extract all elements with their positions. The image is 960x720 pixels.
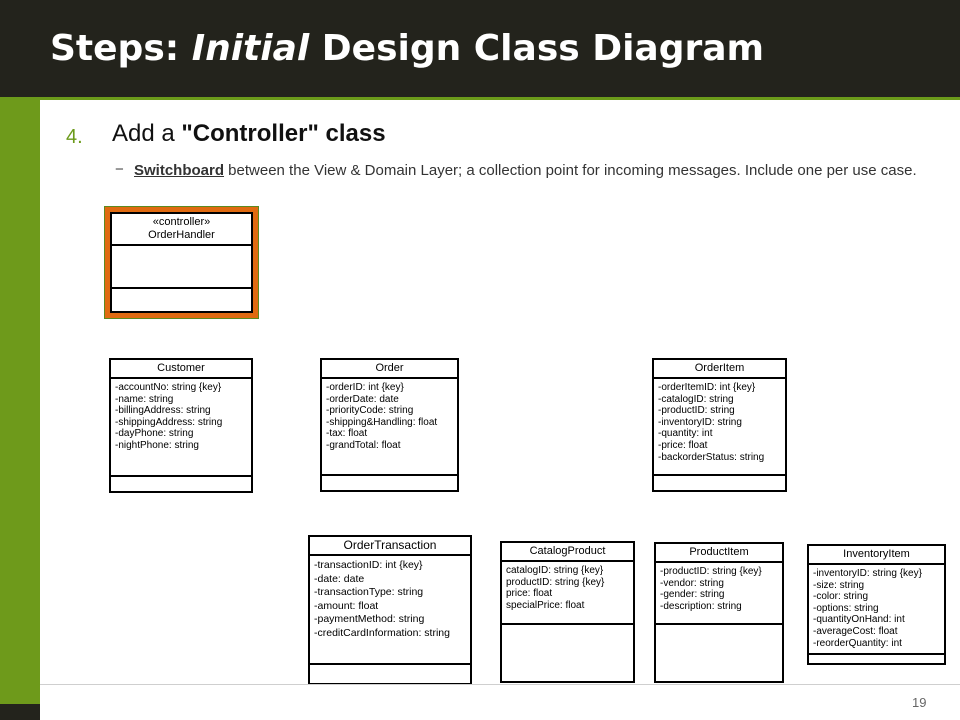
class-attribute: -date: date xyxy=(314,572,365,585)
class-operations xyxy=(502,625,633,681)
class-attributes: catalogID: string {key}productID: string… xyxy=(502,562,633,625)
class-operations xyxy=(111,477,251,491)
class-attribute: -gender: string xyxy=(660,589,725,601)
class-attribute: -size: string xyxy=(813,579,865,591)
class-operations xyxy=(112,289,251,311)
class-attribute: -vendor: string xyxy=(660,577,724,589)
class-attribute: -billingAddress: string xyxy=(115,405,211,417)
title-bar xyxy=(0,0,960,97)
class-attribute: -accountNo: string {key} xyxy=(115,382,222,393)
class-attribute: -inventoryID: string xyxy=(658,416,742,428)
class-attribute: -description: string xyxy=(660,600,742,612)
class-orderhandler[interactable]: «controller» OrderHandler xyxy=(110,212,253,313)
class-attribute: -amount: float xyxy=(314,599,379,612)
class-attributes: -orderItemID: int {key}-catalogID: strin… xyxy=(654,379,785,476)
bullet-text: Add a "Controller" class xyxy=(112,120,386,148)
class-attributes: -inventoryID: string {key}-size: string-… xyxy=(809,565,944,655)
class-attribute: productID: string {key} xyxy=(506,576,605,588)
class-operations xyxy=(656,625,782,681)
sub-bullet-body: between the View & Domain Layer; a colle… xyxy=(224,162,917,179)
class-header: «controller» OrderHandler xyxy=(112,214,251,246)
class-attribute: -orderItemID: int {key} xyxy=(658,382,756,393)
left-bar-foot xyxy=(0,704,40,720)
slide-title: Steps: Initial Design Class Diagram xyxy=(50,28,764,69)
class-attribute: -paymentMethod: string xyxy=(314,613,425,626)
footer-divider xyxy=(40,684,960,685)
class-order[interactable]: Order -orderID: int {key}-orderDate: dat… xyxy=(320,358,459,492)
class-operations xyxy=(654,476,785,490)
class-attribute: -name: string xyxy=(115,393,174,405)
class-attribute: -tax: float xyxy=(326,428,368,440)
class-attribute: -backorderStatus: string xyxy=(658,451,765,463)
class-name: ProductItem xyxy=(656,544,782,563)
class-name: CatalogProduct xyxy=(502,543,633,562)
class-attribute: -catalogID: string xyxy=(658,393,734,405)
class-name: OrderTransaction xyxy=(310,537,470,556)
bullet-pre: Add a xyxy=(112,120,182,147)
class-operations xyxy=(322,476,457,490)
class-attribute: specialPrice: float xyxy=(506,599,585,611)
class-attributes: -orderID: int {key}-orderDate: date-prio… xyxy=(322,379,457,476)
class-attribute: -productID: string {key} xyxy=(660,566,762,577)
class-attribute: -orderDate: date xyxy=(326,393,399,405)
bullet-bold: "Controller" class xyxy=(181,120,386,147)
class-attribute: -productID: string xyxy=(658,405,735,417)
class-attributes xyxy=(112,246,251,289)
title-pre: Steps: xyxy=(50,28,192,69)
left-accent-bar xyxy=(0,100,40,720)
class-name: OrderItem xyxy=(654,360,785,379)
class-attribute: -averageCost: float xyxy=(813,625,898,637)
class-attribute: -quantity: int xyxy=(658,428,713,440)
title-underline xyxy=(0,97,960,100)
class-attribute: -orderID: int {key} xyxy=(326,382,404,393)
class-attribute: -price: float xyxy=(658,439,708,451)
class-stereotype: «controller» xyxy=(152,216,211,228)
class-productitem[interactable]: ProductItem -productID: string {key}-ven… xyxy=(654,542,784,683)
class-attribute: -transactionID: int {key} xyxy=(314,559,423,571)
sub-bullet-text: Switchboard between the View & Domain La… xyxy=(134,160,924,182)
sub-bullet-dash: − xyxy=(115,161,124,178)
class-orderitem[interactable]: OrderItem -orderItemID: int {key}-catalo… xyxy=(652,358,787,492)
class-operations xyxy=(310,665,470,683)
class-attribute: price: float xyxy=(506,588,553,600)
page-number: 19 xyxy=(912,695,927,710)
class-attributes: -accountNo: string {key}-name: string-bi… xyxy=(111,379,251,477)
class-attribute: -grandTotal: float xyxy=(326,439,401,451)
class-name: InventoryItem xyxy=(809,546,944,565)
class-attribute: -creditCardInformation: string xyxy=(314,626,450,639)
class-name: OrderHandler xyxy=(148,229,215,241)
class-attribute: -options: string xyxy=(813,602,879,614)
bullet-number: 4. xyxy=(66,126,83,148)
class-attribute: -inventoryID: string {key} xyxy=(813,568,922,579)
class-attributes: -productID: string {key}-vendor: string-… xyxy=(656,563,782,625)
class-attribute: -nightPhone: string xyxy=(115,439,199,451)
class-attribute: -transactionType: string xyxy=(314,586,424,599)
class-attribute: -priorityCode: string xyxy=(326,405,414,417)
class-attribute: -shipping&Handling: float xyxy=(326,416,438,428)
class-attribute: catalogID: string {key} xyxy=(506,565,604,576)
switchboard-link[interactable]: Switchboard xyxy=(134,162,225,179)
class-name: Customer xyxy=(111,360,251,379)
class-inventoryitem[interactable]: InventoryItem -inventoryID: string {key}… xyxy=(807,544,946,665)
class-operations xyxy=(809,655,944,663)
class-ordertransaction[interactable]: OrderTransaction -transactionID: int {ke… xyxy=(308,535,472,685)
class-attribute: -color: string xyxy=(813,591,869,603)
class-attributes: -transactionID: int {key}-date: date-tra… xyxy=(310,556,470,665)
class-catalogproduct[interactable]: CatalogProduct catalogID: string {key}pr… xyxy=(500,541,635,683)
title-post: Design Class Diagram xyxy=(309,28,765,69)
class-name: Order xyxy=(322,360,457,379)
class-attribute: -dayPhone: string xyxy=(115,428,194,440)
class-customer[interactable]: Customer -accountNo: string {key}-name: … xyxy=(109,358,253,493)
class-attribute: -shippingAddress: string xyxy=(115,416,223,428)
class-attribute: -reorderQuantity: int xyxy=(813,637,902,649)
title-italic: Initial xyxy=(191,28,310,69)
class-attribute: -quantityOnHand: int xyxy=(813,614,905,626)
